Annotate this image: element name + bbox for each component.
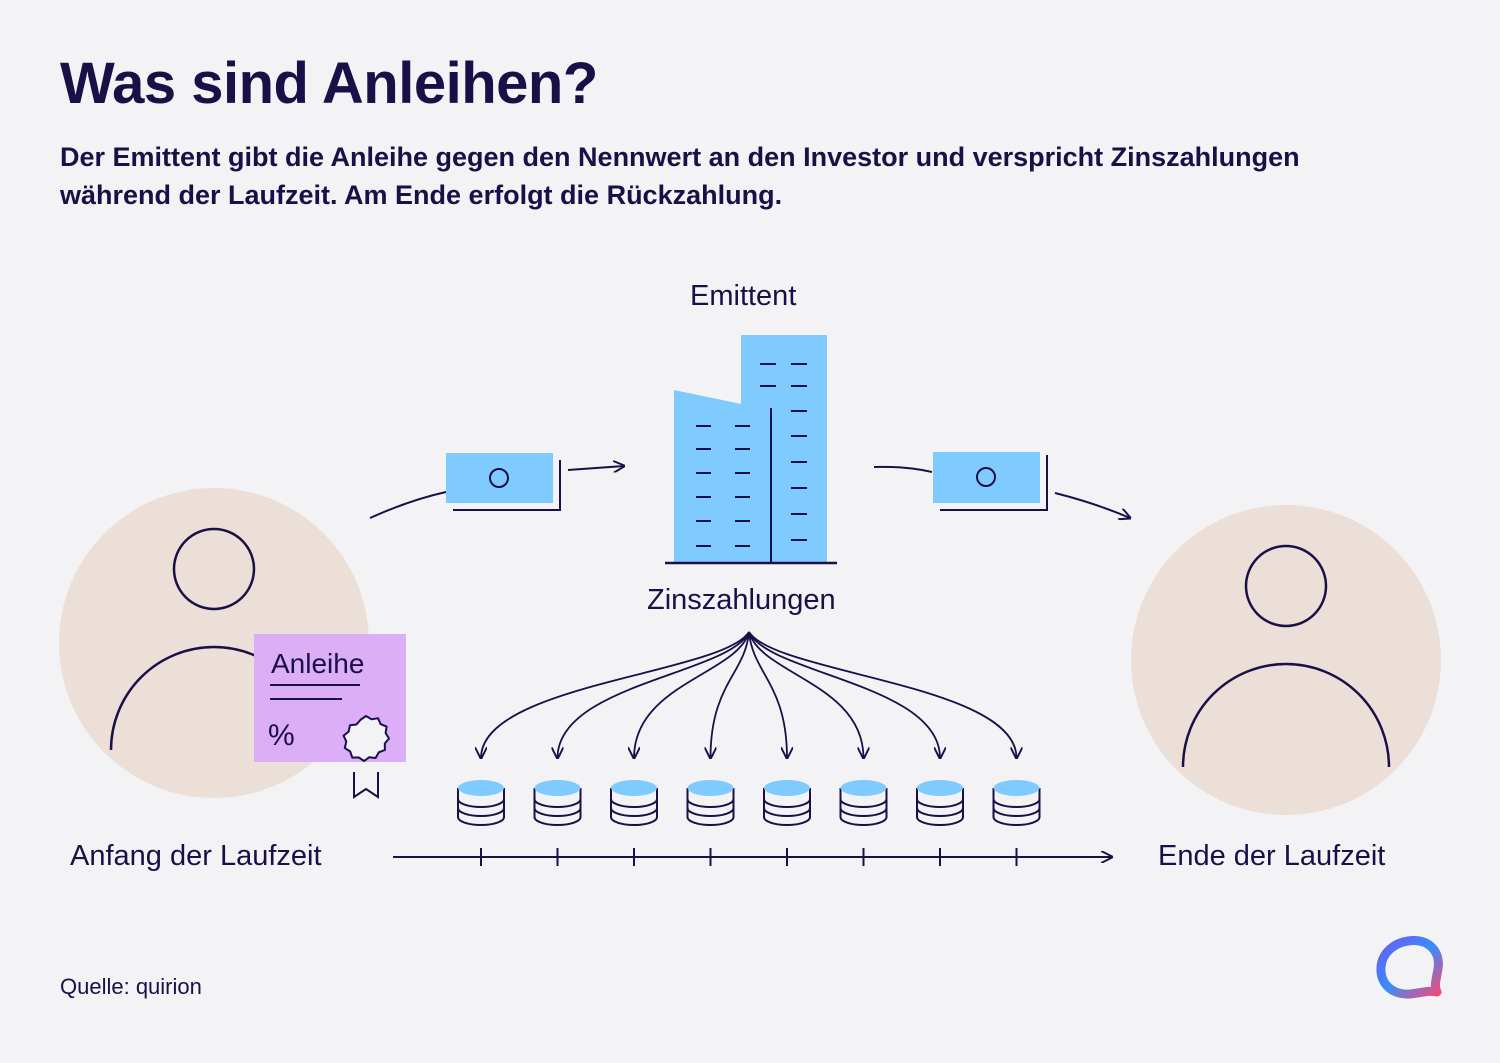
timeline-ticks — [480, 848, 1018, 866]
page-subtitle: Der Emittent gibt die Anleihe gegen den … — [60, 142, 1300, 210]
payment-flow-line — [369, 491, 447, 519]
certificate-title: Anleihe — [271, 648, 364, 679]
banknote-icon — [446, 453, 561, 511]
page-title: Was sind Anleihen? — [60, 51, 598, 116]
certificate-percent-symbol: % — [268, 719, 295, 752]
coin-stack-icon — [533, 780, 582, 826]
coin-stack-icon — [839, 780, 888, 826]
repayment-flow-line — [873, 465, 933, 473]
coin-stack-icon — [686, 780, 735, 826]
term-start-label: Anfang der Laufzeit — [70, 840, 322, 872]
coin-stack-icon — [992, 780, 1041, 826]
investor-end-icon — [1131, 505, 1441, 815]
coin-stacks — [457, 780, 1041, 826]
coin-stack-icon — [763, 780, 811, 826]
banknote-icon — [933, 452, 1048, 511]
term-end-label: Ende der Laufzeit — [1158, 840, 1386, 872]
coin-stack-icon — [916, 780, 964, 826]
coin-stack-icon — [457, 780, 505, 826]
interest-arrow — [748, 631, 864, 758]
building-icon — [665, 335, 837, 565]
interest-arrow — [748, 631, 1017, 758]
interest-arrow — [748, 631, 787, 758]
arrow-to-issuer — [567, 466, 624, 470]
seal-icon — [342, 715, 390, 799]
interest-arrow — [634, 631, 750, 758]
interest-arrow — [558, 631, 750, 758]
bond-certificate-icon: Anleihe % — [254, 634, 406, 799]
source-note: Quelle: quirion — [60, 974, 202, 999]
arrow-to-investor — [1054, 492, 1130, 518]
logo-icon — [1376, 936, 1443, 999]
interest-arrow — [748, 631, 940, 758]
interest-payments-label: Zinszahlungen — [647, 584, 836, 616]
interest-arrow — [481, 631, 750, 758]
interest-arrow — [711, 631, 750, 758]
interest-payment-arrows — [481, 631, 1017, 758]
issuer-label: Emittent — [690, 280, 797, 312]
coin-stack-icon — [610, 780, 658, 826]
